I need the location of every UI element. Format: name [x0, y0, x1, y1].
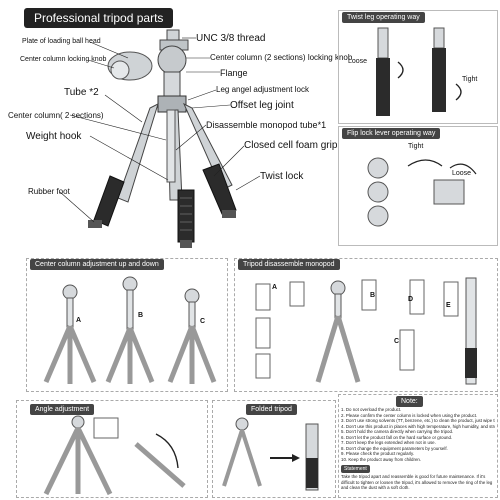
- twist-loose-label: Loose: [348, 58, 368, 65]
- note-line: 10. Keep the product away from children.: [341, 456, 422, 462]
- center-adjust-panel: [26, 258, 228, 392]
- twist-panel: [338, 10, 498, 124]
- twist-tight-label: Tight: [462, 76, 478, 83]
- monopod-panel: [234, 258, 498, 392]
- note-line: 5. Don't hold the camera directly when c…: [341, 429, 454, 434]
- center-adjust-b: B: [138, 312, 144, 319]
- monopod-b: B: [370, 292, 376, 299]
- label-center-lock-knob: Center column locking knob: [20, 56, 107, 63]
- label-plate-ballhead: Plate of loading ball head: [22, 38, 101, 45]
- label-twist-lock: Twist lock: [260, 171, 304, 182]
- note-line: 7. Don't keep the legs extended when not…: [341, 440, 436, 445]
- label-disassemble-monopod: Disassemble monopod tube*1: [206, 120, 327, 130]
- statement-text: Take the tripod apart and reassemble is …: [341, 474, 493, 490]
- label-unc-thread: UNC 3/8 thread: [196, 33, 266, 44]
- monopod-e: E: [446, 302, 451, 309]
- note-line: 2. Please confirm the center column is l…: [341, 412, 478, 418]
- notes-panel: [338, 394, 498, 498]
- label-flange: Flange: [220, 68, 248, 78]
- twist-panel-title: Twist leg operating way: [342, 12, 425, 23]
- center-adjust-illustration: [43, 276, 217, 384]
- label-rubber-foot: Rubber foot: [28, 187, 70, 196]
- label-leg-angle-lock: Leg angel adjustment lock: [216, 85, 309, 94]
- angle-illustration: [43, 415, 186, 496]
- note-line: 8. Don't change the equipment parameters…: [341, 445, 448, 451]
- center-adjust-a: A: [76, 317, 82, 324]
- parts-title: Professional tripod parts: [24, 8, 174, 28]
- monopod-panel-title: Tripod disassemble monopod: [238, 259, 340, 270]
- center-adjust-title: Center column adjustment up and down: [30, 259, 164, 270]
- leader-lines: [59, 37, 261, 223]
- angle-panel: [16, 400, 208, 498]
- folded-panel-title: Folded tripod: [246, 404, 297, 415]
- note-line: 1. Do not overload the product.: [341, 407, 402, 412]
- folded-panel: [212, 400, 336, 498]
- twist-illustration: [376, 27, 462, 116]
- monopod-c: C: [394, 338, 400, 345]
- statement-title: Statement: [341, 465, 370, 473]
- flip-tight-label: Tight: [408, 143, 424, 150]
- monopod-illustration: [255, 277, 477, 385]
- note-line: 9. Please check the product regularly.: [341, 451, 415, 456]
- flip-panel: [338, 126, 498, 246]
- monopod-a: A: [272, 284, 278, 291]
- label-center-column-2: Center column( 2 sections): [8, 111, 104, 120]
- flip-illustration: [367, 157, 477, 227]
- label-tube: Tube *2: [64, 87, 99, 98]
- angle-panel-title: Angle adjustment: [30, 404, 95, 415]
- note-line: 6. Don't let the product fall on the har…: [341, 434, 453, 440]
- notes-list: 1. Do not overload the product. 2. Pleas…: [341, 407, 495, 462]
- label-center-sections-lock: Center column (2 sections) locking knob: [210, 53, 353, 62]
- flip-loose-label: Loose: [452, 170, 472, 177]
- label-offset-leg-joint: Offset leg joint: [230, 100, 294, 111]
- tripod-parts-illustration: [88, 29, 237, 248]
- monopod-d: D: [408, 296, 414, 303]
- folded-illustration: [222, 417, 319, 491]
- label-weight-hook: Weight hook: [26, 131, 82, 142]
- note-line: 3. Don't use strong solvents (TT, benzen…: [341, 418, 495, 423]
- center-adjust-c: C: [200, 318, 206, 325]
- note-line: 4. Don't use this product in places with…: [341, 423, 495, 429]
- notes-title: Note:: [396, 396, 423, 407]
- flip-panel-title: Flip lock lever operating way: [342, 128, 441, 139]
- label-foam-grip: Closed cell foam grip: [244, 140, 338, 151]
